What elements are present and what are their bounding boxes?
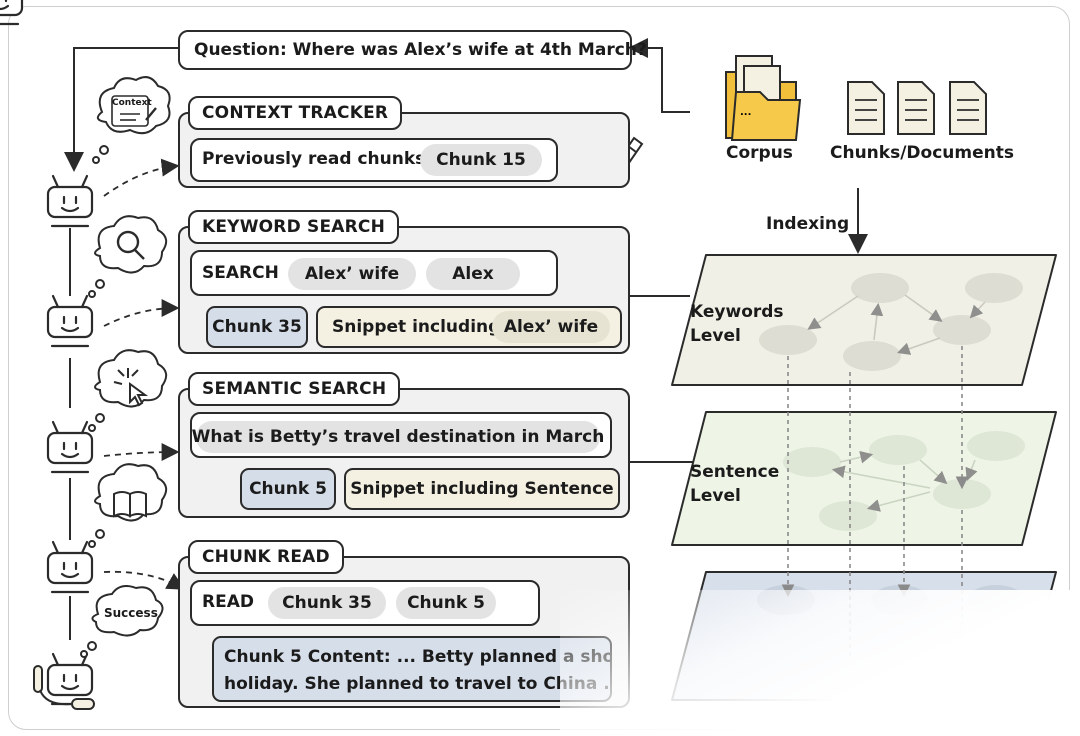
sentence-level-line-1: Sentence (690, 462, 780, 482)
keyword-snippet-prefix: Snippet including (332, 317, 501, 337)
keyword-search-title: KEYWORD SEARCH (188, 210, 400, 244)
robot2-to-keyword-arrow (103, 299, 180, 327)
chunks-documents-label: Chunks/Documents (830, 143, 1014, 163)
keywords-level-line-1: Keywords (690, 302, 784, 322)
keywords-level-line-2: Level (690, 326, 741, 346)
robot1-to-context-arrow (103, 158, 180, 197)
context-chunk-pill: Chunk 15 (420, 144, 542, 176)
keywords-level-label: Keywords Level (690, 300, 784, 348)
keyword-snippet-term: Alex’ wife (492, 311, 610, 343)
success-thought-bubble (91, 585, 164, 637)
sentence-graph (783, 431, 1025, 531)
chunk-content-box: Chunk 5 Content: ... Betty planned a sho… (212, 636, 612, 702)
robot3-to-semantic-arrow (103, 443, 180, 462)
question-to-agent-arrow (64, 47, 178, 172)
sentence-level-plane (671, 411, 1057, 546)
chunk-content-line-1: Chunk 5 Content: ... Betty planned a sho… (224, 647, 612, 667)
agent-robot-2 (46, 294, 94, 348)
indexing-label: Indexing (766, 214, 850, 234)
semantic-search-title: SEMANTIC SEARCH (188, 372, 401, 406)
corpus-to-question-arrow (628, 38, 690, 113)
sparkle-cursor-icon (113, 368, 149, 407)
clipboard-icon (111, 95, 157, 127)
chunk-content-line-2: holiday. She planned to travel to China … (224, 674, 612, 694)
question-text: Question: Where was Alex’s wife at 4th M… (194, 40, 647, 60)
read-chunk-pill-2: Chunk 5 (396, 587, 496, 619)
semantic-thought-bubble (94, 349, 168, 408)
previously-read-label: Previously read chunks (202, 149, 426, 169)
semantic-snippet: Snippet including Sentence (344, 468, 620, 510)
question-box: Question: Where was Alex’s wife at 4th M… (178, 30, 647, 70)
search-label: SEARCH (202, 263, 279, 283)
success-bubble-label: Success (104, 606, 158, 620)
magnifier-bubble-icon (116, 230, 145, 260)
semantic-result-chunk: Chunk 5 (240, 468, 336, 510)
keywords-level-plane (671, 254, 1057, 386)
semantic-query-pill: What is Betty’s travel destination in Ma… (192, 421, 604, 453)
search-term-pill-1: Alex’ wife (288, 258, 416, 290)
chunk-read-title: CHUNK READ (188, 540, 344, 574)
sentence-level-label: Sentence Level (690, 460, 779, 508)
read-thought-bubble (94, 463, 168, 522)
folder-icon: ... (725, 55, 802, 141)
keywords-graph (759, 273, 1023, 371)
bottom-right-fade (560, 590, 1080, 736)
keyword-thought-bubble (94, 215, 168, 274)
agent-robot-1 (46, 174, 94, 228)
agent-robot-4 (46, 540, 94, 594)
corpus-label: Corpus (726, 143, 793, 163)
documents-icon (847, 81, 987, 135)
read-chunk-pill-1: Chunk 35 (268, 587, 386, 619)
robot4-to-read-arrow (103, 570, 186, 590)
search-term-pill-2: Alex (426, 258, 520, 290)
read-label: READ (202, 592, 254, 612)
agent-robot-3 (46, 420, 94, 474)
book-bubble-icon (113, 491, 147, 518)
context-tracker-title: CONTEXT TRACKER (188, 96, 403, 130)
sentence-level-line-2: Level (690, 486, 741, 506)
svg-text:...: ... (740, 107, 751, 118)
agent-robot-5-headset (33, 652, 95, 710)
keyword-result-chunk: Chunk 35 (206, 306, 308, 348)
context-bubble-label: Context (112, 98, 152, 108)
